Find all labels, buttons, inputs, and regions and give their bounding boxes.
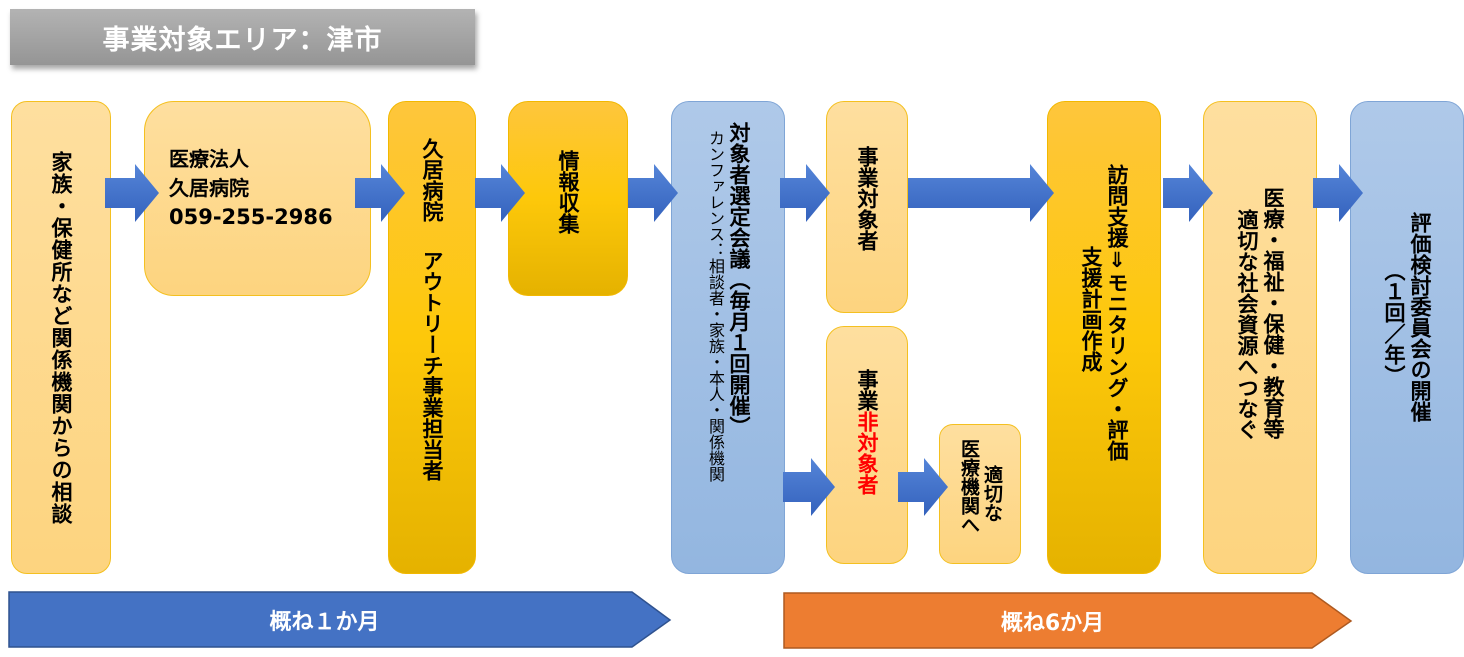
ineligible-text: 事業非対象者 bbox=[854, 369, 880, 495]
step-hospital: 医療法人 久居病院 059-255-2986 bbox=[144, 101, 371, 296]
connect-resources-line1: 医療・福祉・保健・教育等 bbox=[1261, 187, 1285, 439]
step-outreach-staff: 久居病院アウトリーチ事業担当者 bbox=[388, 101, 476, 574]
refer-medical-line1: 適切な bbox=[981, 465, 1003, 522]
step-info-gathering: 情報収集 bbox=[508, 101, 628, 296]
arrow-eligible-to-support bbox=[908, 164, 1054, 222]
step-evaluation-committee: 評価検討委員会の開催 （１回／年） bbox=[1350, 101, 1464, 574]
selection-meeting-title: 対象者選定会議（毎月１回開催） bbox=[727, 122, 751, 437]
arrow-info-to-meeting bbox=[628, 164, 678, 222]
outreach-hospital: 久居病院 bbox=[420, 138, 444, 222]
refer-medical-line2: 医療機関へ bbox=[958, 439, 980, 534]
support-line1: 訪問支援⇓モニタリング・評価 bbox=[1105, 164, 1129, 461]
step-connect-resources: 医療・福祉・保健・教育等 適切な社会資源へつなぐ bbox=[1203, 101, 1317, 574]
phase1-label: 概ね１か月 bbox=[269, 609, 380, 635]
consultation-text: 家族・保健所など関係機関からの相談 bbox=[49, 150, 73, 525]
step-consultation: 家族・保健所など関係機関からの相談 bbox=[11, 101, 111, 574]
arrow-ineligible-to-refer bbox=[898, 458, 948, 516]
outreach-role: アウトリーチ事業担当者 bbox=[420, 250, 444, 481]
evaluation-committee-line2: （１回／年） bbox=[1382, 260, 1406, 386]
timeline bbox=[8, 591, 1353, 649]
step-ineligible: 事業非対象者 bbox=[826, 326, 908, 564]
evaluation-committee-line1: 評価検討委員会の開催 bbox=[1408, 212, 1432, 422]
arrow-hospital-to-outreach bbox=[355, 164, 405, 222]
connect-resources-line2: 適切な社会資源へつなぐ bbox=[1235, 209, 1259, 440]
phase2-label: 概ね6か月 bbox=[1000, 610, 1105, 636]
phase2-band bbox=[783, 592, 1353, 649]
eligible-text: 事業対象者 bbox=[855, 146, 879, 251]
support-line2: 支援計画作成 bbox=[1079, 246, 1103, 372]
step-eligible: 事業対象者 bbox=[826, 101, 908, 313]
phase1-band bbox=[8, 591, 672, 648]
arrow-support-to-resources bbox=[1163, 164, 1213, 222]
hospital-name: 久居病院 bbox=[169, 176, 249, 200]
arrow-outreach-to-info bbox=[475, 164, 525, 222]
arrow-meeting-to-eligible bbox=[780, 164, 830, 222]
selection-meeting-subtitle: カンファレンス：相談者・家族・本人・関係機関 bbox=[706, 130, 725, 482]
arrow-resources-to-committee bbox=[1313, 164, 1363, 222]
info-gathering-text: 情報収集 bbox=[556, 150, 580, 234]
step-support: 訪問支援⇓モニタリング・評価 支援計画作成 bbox=[1047, 101, 1161, 574]
arrow-meeting-to-ineligible bbox=[783, 458, 835, 516]
step-refer-medical: 適切な 医療機関へ bbox=[939, 424, 1021, 564]
arrow-consult-to-hospital bbox=[105, 164, 159, 222]
hospital-corp-label: 医療法人 bbox=[169, 147, 249, 171]
ineligible-highlight: 非対象者 bbox=[855, 411, 879, 495]
ineligible-prefix: 事業 bbox=[855, 369, 879, 411]
step-selection-meeting: 対象者選定会議（毎月１回開催） カンファレンス：相談者・家族・本人・関係機関 bbox=[671, 101, 785, 574]
hospital-phone: 059-255-2986 bbox=[169, 205, 333, 229]
area-title: 事業対象エリア：津市 bbox=[10, 9, 475, 65]
